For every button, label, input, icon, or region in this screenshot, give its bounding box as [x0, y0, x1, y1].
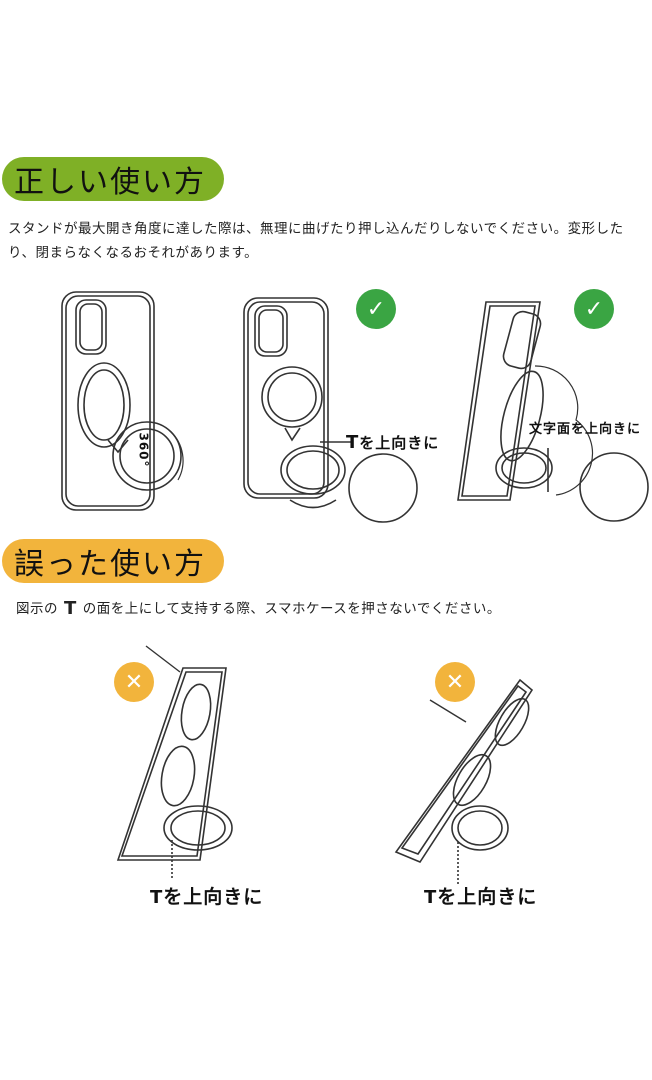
- wrong-usage-title: 誤った使い方: [14, 547, 206, 582]
- correct-usage-title: 正しい使い方: [14, 165, 206, 200]
- wrong-usage-heading: 誤った使い方: [2, 539, 224, 583]
- rotation-label: 360°: [136, 432, 151, 468]
- logo-icon: T: [424, 887, 438, 908]
- logo-icon: T: [346, 432, 360, 453]
- check-icon: ✓: [356, 289, 396, 329]
- logo-up-label-left: Tを上向きに: [150, 886, 264, 908]
- logo-up-label-right: Tを上向きに: [424, 886, 538, 908]
- wrong-stand-right-illustration: [394, 678, 534, 884]
- phone-ring-rotate-illustration: [61, 291, 184, 511]
- logo-icon: T: [64, 598, 77, 619]
- text-face-up-label: 文字面を上向きに: [529, 422, 642, 437]
- cross-icon: ✕: [114, 662, 154, 702]
- correct-usage-heading: 正しい使い方: [2, 157, 224, 201]
- logo-icon: T: [150, 887, 164, 908]
- logo-up-label: Tを上向きに: [346, 432, 440, 453]
- phone-ring-open-illustration: [243, 297, 418, 523]
- cross-icon: ✕: [435, 662, 475, 702]
- wrong-stand-left-illustration: [116, 645, 233, 880]
- check-icon: ✓: [574, 289, 614, 329]
- phone-stand-side-illustration: [457, 301, 649, 522]
- correct-usage-description: スタンドが最大開き角度に達した際は、無理に曲げたり押し込んだりしないでください。…: [8, 221, 624, 261]
- wrong-usage-description: 図示の T の面を上にして支持する際、スマホケースを押さないでください。: [16, 598, 501, 619]
